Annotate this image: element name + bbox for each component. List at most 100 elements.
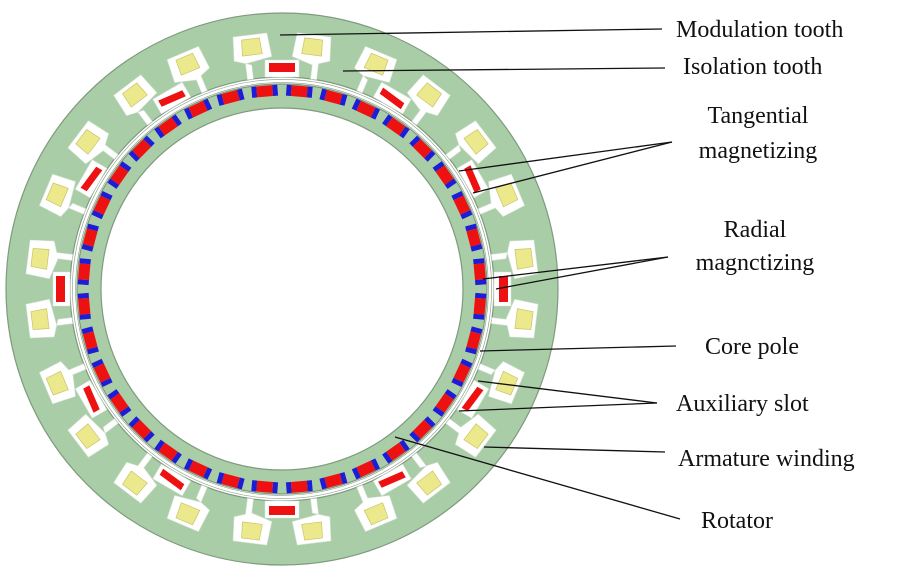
rotor-magnet-blue: [409, 135, 421, 147]
rotor-magnet-blue: [100, 377, 113, 387]
armature-winding: [175, 52, 201, 76]
leader-tangential-1: [458, 141, 673, 172]
label-radial-magnetizing: Radial magnctizing: [681, 217, 829, 276]
rotor-magnet-red: [221, 89, 240, 105]
rotor: [76, 83, 488, 495]
stator: [5, 12, 559, 566]
rotor-magnet-red: [188, 460, 208, 478]
rotor-magnet-red: [78, 263, 91, 281]
rotor-magnet-red: [435, 165, 454, 185]
rotor-magnet-red: [453, 363, 471, 383]
armature-winding: [175, 502, 201, 526]
rotor-magnet-blue: [87, 223, 99, 232]
rotor-magnet-blue: [470, 243, 483, 252]
rotor-magnet-red: [473, 297, 486, 315]
rotor-magnet-blue: [285, 482, 292, 494]
rotor-magnet-blue: [319, 477, 328, 490]
stator-tangential-magnet: [379, 87, 405, 110]
rotor-magnet-blue: [465, 223, 477, 232]
rotor-magnet-red: [256, 85, 274, 98]
rotor-magnet-blue: [451, 191, 464, 201]
rotor-magnet-blue: [91, 210, 104, 220]
label-auxiliary-slot: Auxiliary slot: [676, 391, 809, 417]
rotor-magnet-blue: [203, 467, 213, 480]
armature-winding: [301, 521, 323, 541]
leader-lines: [279, 28, 681, 520]
stator-tangential-magnet: [158, 90, 186, 107]
rotor-magnet-blue: [473, 313, 485, 320]
rotor-magnet-red: [290, 85, 308, 98]
rotor-magnet-blue: [351, 98, 361, 111]
stator-tangential-magnet: [464, 165, 481, 193]
rotor-magnet-blue: [382, 451, 393, 464]
rotor-magnet-blue: [272, 84, 279, 96]
rotor-magnet-blue: [236, 88, 245, 101]
rotor-magnet-blue: [424, 416, 436, 428]
armature-winding: [75, 129, 101, 155]
rotor-magnet-blue: [285, 84, 292, 96]
leader-tangential-2: [472, 141, 673, 194]
rotor-magnet-red: [132, 139, 152, 159]
armature-winding: [75, 423, 101, 449]
rotor-magnet-red: [356, 460, 376, 478]
leader-isolation-tooth: [342, 67, 666, 72]
rotor-magnet-blue: [128, 150, 140, 162]
rotor-magnet-red: [466, 228, 482, 247]
rotor-magnet-red: [386, 117, 406, 136]
armature-winding: [30, 308, 50, 330]
rotor-magnet-red: [82, 331, 98, 350]
rotor-magnet-blue: [251, 86, 258, 98]
rotor-magnet-blue: [81, 326, 94, 335]
rotor-magnet-blue: [306, 480, 313, 492]
air-gap-edge: [72, 79, 492, 499]
armature-winding: [463, 423, 489, 449]
rotor-magnet-blue: [251, 480, 258, 492]
rotor-magnet-blue: [370, 458, 380, 471]
rotor-magnet-red: [466, 331, 482, 350]
rotor-magnet-blue: [460, 210, 473, 220]
rotor-magnet-blue: [473, 258, 485, 265]
rotor-magnet-blue: [119, 161, 132, 172]
label-radial-line2: magnctizing: [695, 250, 815, 276]
label-core-pole: Core pole: [705, 334, 799, 360]
armature-winding: [495, 370, 519, 396]
label-radial-line1: Radial: [723, 217, 787, 243]
rotor-magnet-blue: [465, 346, 477, 355]
rotor-magnet-blue: [272, 482, 279, 494]
stator-radial-magnet: [269, 63, 295, 72]
rotor-magnet-blue: [143, 431, 155, 443]
armature-winding: [514, 248, 534, 270]
label-modulation-tooth: Modulation tooth: [676, 17, 844, 43]
rotor-magnet-red: [78, 297, 91, 315]
rotor-magnet-blue: [87, 346, 99, 355]
armature-winding: [241, 521, 263, 541]
rotor-magnet-red: [132, 419, 152, 439]
rotor-magnet-blue: [451, 377, 464, 387]
rotor-magnet-red: [324, 473, 343, 489]
rotor-magnet-blue: [339, 472, 348, 484]
rotor-magnet-blue: [107, 178, 120, 189]
rotor-magnet-blue: [154, 126, 165, 139]
armature-winding: [301, 37, 323, 57]
leader-radial-1: [482, 256, 669, 280]
leader-radial-2: [495, 256, 669, 290]
leader-modulation-tooth: [279, 28, 663, 36]
rotor-magnet-blue: [444, 178, 457, 189]
stator-tangential-magnet: [80, 166, 103, 192]
rotor-magnet-blue: [128, 416, 140, 428]
armature-winding: [416, 470, 442, 496]
rotor-magnet-blue: [382, 114, 393, 127]
rotor-magnet-blue: [236, 477, 245, 490]
rotor-magnet-red: [386, 442, 406, 461]
label-tangential-line2: magnetizing: [698, 138, 818, 164]
rotor-magnet-blue: [91, 358, 104, 368]
rotor-magnet-blue: [339, 94, 348, 106]
armature-winding: [122, 470, 148, 496]
rotor-magnet-red: [93, 195, 111, 215]
rotor-magnet-blue: [409, 431, 421, 443]
rotor-magnet-blue: [370, 107, 380, 120]
leader-core-pole: [479, 345, 677, 352]
armature-winding: [463, 129, 489, 155]
rotor-magnet-blue: [119, 406, 132, 417]
